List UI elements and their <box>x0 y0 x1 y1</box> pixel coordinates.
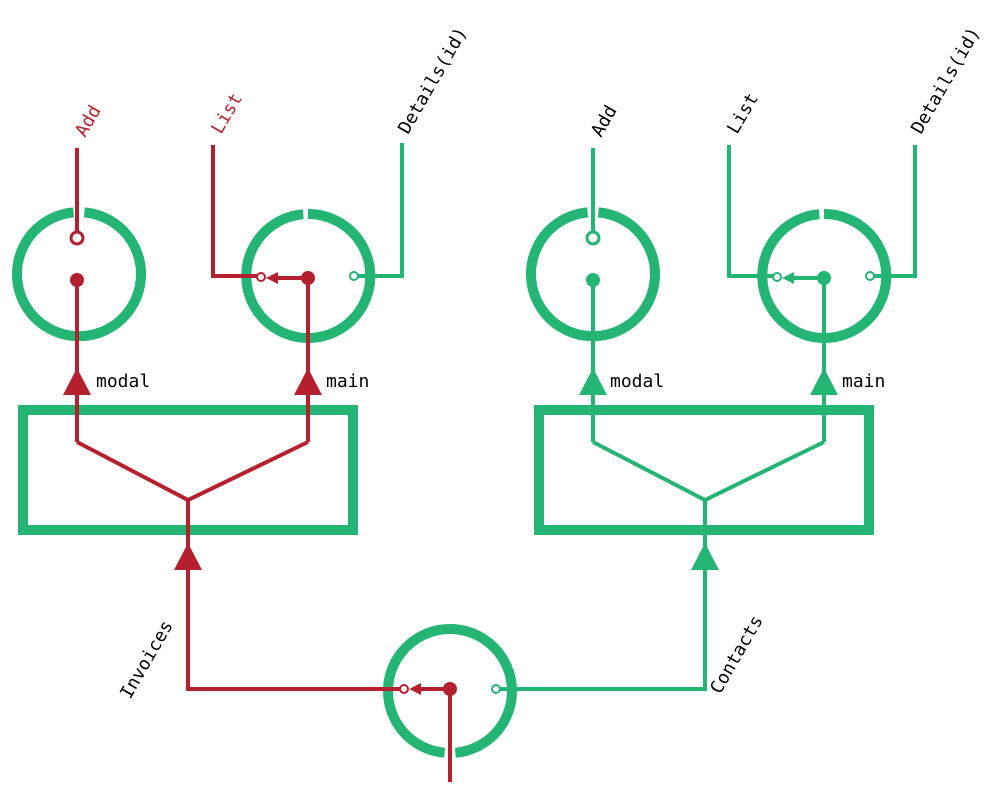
leaf-label-list-right: List <box>723 89 763 137</box>
arrow-up-main-right <box>810 368 838 395</box>
main-outlet-ring-left <box>241 208 376 343</box>
route-list-right <box>727 145 773 278</box>
leaf-label-details-left: Details(id) <box>394 24 472 138</box>
arrow-up-contacts <box>691 543 719 570</box>
route-details-right <box>874 145 917 278</box>
outlet-dot-modal-right <box>586 273 600 287</box>
leaf-label-add-left: Add <box>71 102 105 141</box>
arrow-right-list <box>782 272 794 284</box>
branch-socket-contacts <box>491 684 501 694</box>
route-merge-right <box>592 440 825 503</box>
leaf-socket-details-left <box>349 271 359 281</box>
outlet-label-modal-right: modal <box>610 371 664 392</box>
branch-label-invoices: Invoices <box>116 617 178 703</box>
leaf-socket-list-left <box>256 272 266 282</box>
leaf-label-add-right: Add <box>587 102 621 141</box>
leaf-label-list-left: List <box>207 89 247 137</box>
route-list-left <box>211 145 257 278</box>
leaf-socket-details-right <box>865 271 875 281</box>
root-dot <box>443 682 457 696</box>
arrow-left-list <box>266 272 278 284</box>
route-details-left <box>358 143 404 278</box>
outlet-dot-main-right <box>817 271 831 285</box>
outlet-dot-main-left <box>301 271 315 285</box>
outlet-label-main-left: main <box>326 371 369 392</box>
arrow-up-modal-left <box>63 368 91 395</box>
leaf-socket-add-right <box>585 230 601 246</box>
leaf-socket-add-left <box>69 230 85 246</box>
branch-label-contacts: Contacts <box>706 612 768 698</box>
outlet-dot-modal-left <box>70 273 84 287</box>
arrow-left-invoices <box>409 683 421 695</box>
main-outlet-ring-right <box>757 208 892 343</box>
root-router-ring <box>383 624 517 758</box>
arrow-up-invoices <box>174 543 202 570</box>
arrow-up-modal-right <box>579 368 607 395</box>
arrow-up-main-left <box>294 368 322 395</box>
branch-socket-invoices <box>399 684 409 694</box>
outlet-label-modal-left: modal <box>96 371 150 392</box>
leaf-label-details-right: Details(id) <box>907 24 985 138</box>
route-merge-left <box>76 440 309 503</box>
leaf-socket-list-right <box>772 272 782 282</box>
outlet-label-main-right: main <box>842 371 885 392</box>
